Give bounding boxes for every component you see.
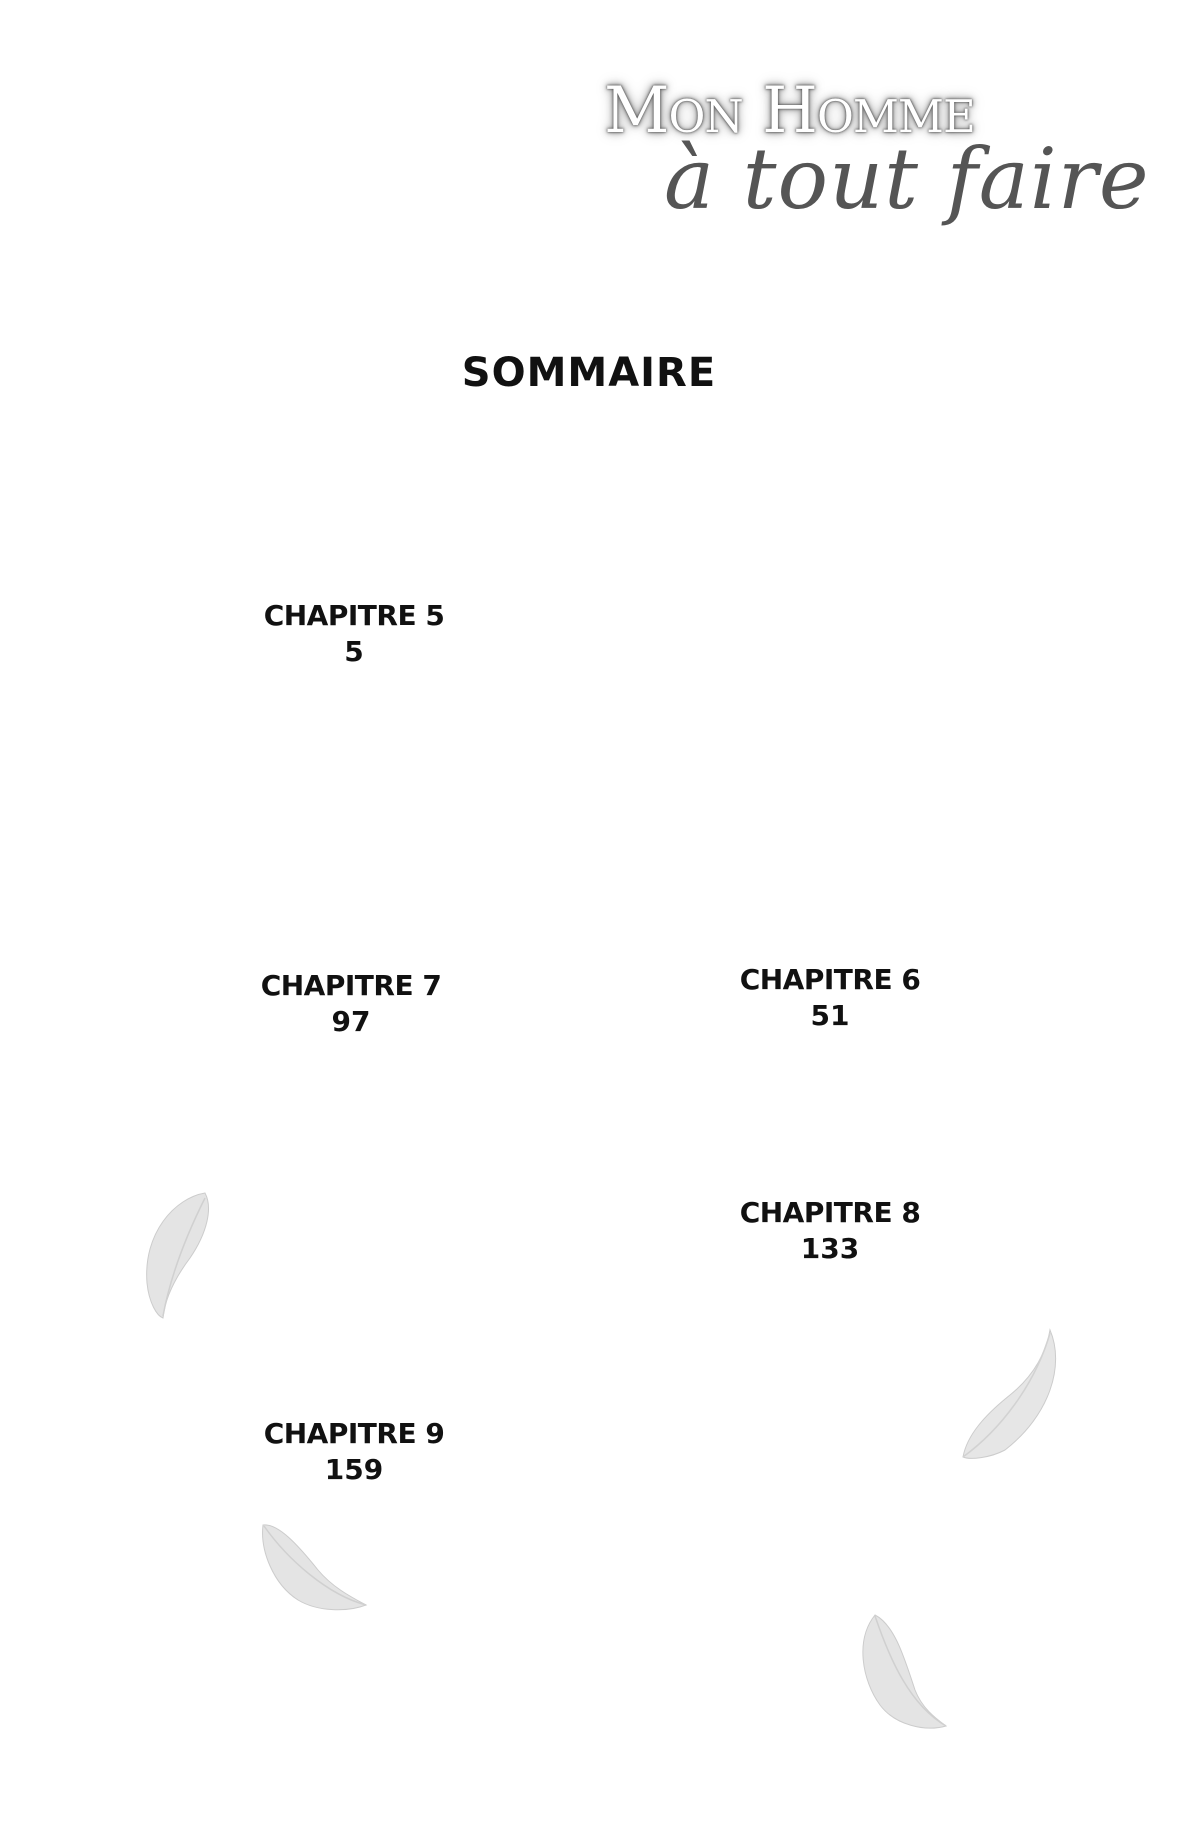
toc-entry: CHAPITRE 6 51 bbox=[720, 962, 940, 1034]
toc-entry: CHAPITRE 9 159 bbox=[244, 1416, 464, 1488]
feather-icon bbox=[262, 1524, 368, 1611]
page-heading: SOMMAIRE bbox=[461, 350, 717, 396]
chapter-label: CHAPITRE 8 bbox=[739, 1196, 921, 1229]
chapter-label: CHAPITRE 5 bbox=[263, 599, 445, 632]
logo-subtitle: à tout faire bbox=[664, 130, 1150, 228]
chapter-label: CHAPITRE 7 bbox=[260, 969, 442, 1002]
chapter-page: 133 bbox=[800, 1232, 860, 1265]
feather-icon bbox=[962, 1328, 1057, 1459]
feather-icon bbox=[862, 1614, 948, 1729]
chapter-page: 51 bbox=[810, 999, 850, 1032]
toc-entry: CHAPITRE 5 5 bbox=[244, 598, 464, 670]
chapter-page: 159 bbox=[324, 1453, 384, 1486]
logo-title: Mon Homme bbox=[604, 74, 976, 148]
chapter-page: 5 bbox=[344, 635, 364, 668]
chapter-label: CHAPITRE 9 bbox=[263, 1417, 445, 1450]
toc-entry: CHAPITRE 8 133 bbox=[720, 1195, 940, 1267]
chapter-page: 97 bbox=[331, 1005, 371, 1038]
feather-icon bbox=[146, 1192, 209, 1319]
toc-entry: CHAPITRE 7 97 bbox=[241, 968, 461, 1040]
chapter-label: CHAPITRE 6 bbox=[739, 963, 921, 996]
